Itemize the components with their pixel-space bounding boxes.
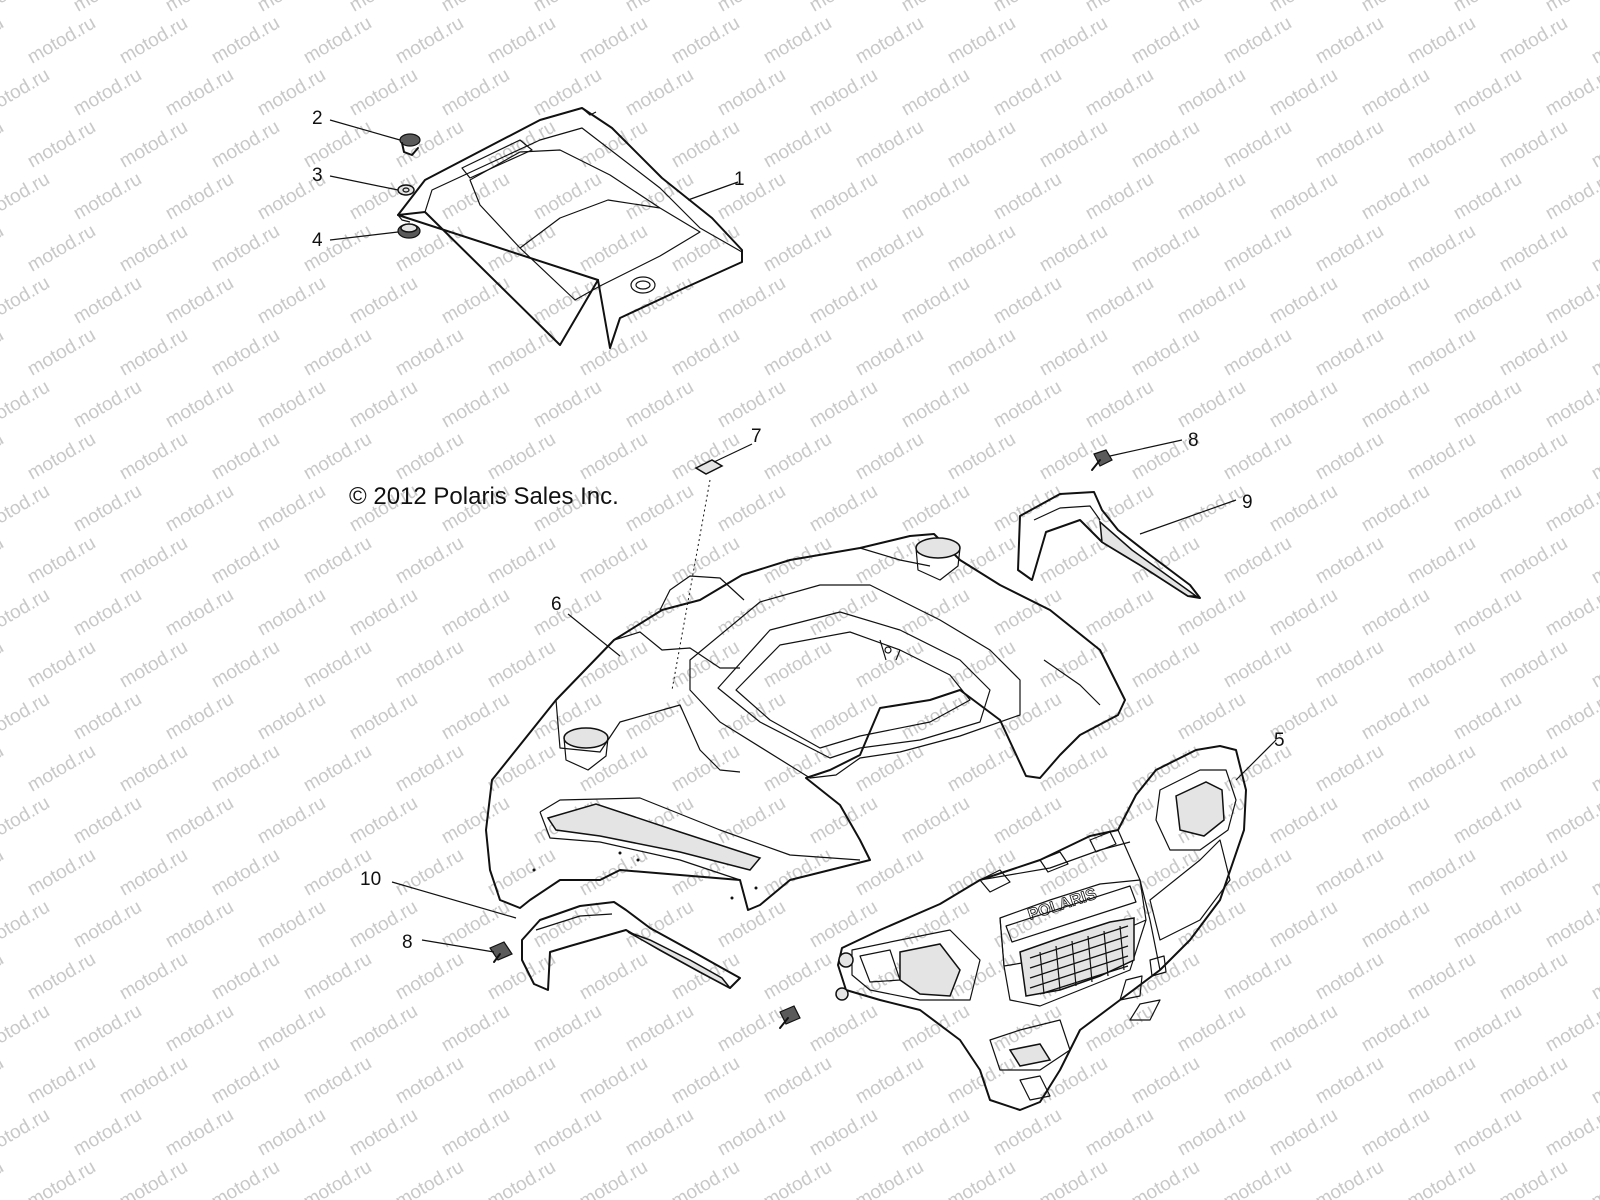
- grille-mesh: [1029, 925, 1129, 995]
- part-10-left-trim: [521, 901, 741, 991]
- callout-1: 1: [734, 169, 745, 190]
- copyright-text: © 2012 Polaris Sales Inc.: [349, 483, 619, 510]
- callout-4: 4: [312, 230, 323, 251]
- part-8-push-clip-bottom: [489, 941, 513, 963]
- leader-lines: [329, 119, 1277, 953]
- part-8-push-clip-top: [1091, 449, 1113, 471]
- callout-7: 7: [751, 426, 762, 447]
- part-5-front-fascia: POLARIS: [835, 745, 1247, 1111]
- part-3-washer: [397, 184, 415, 196]
- callout-8-top: 8: [1188, 430, 1199, 451]
- part-6-front-body: [485, 533, 1126, 911]
- polaris-logo-text: POLARIS: [1026, 886, 1099, 924]
- part-2-push-rivet: [399, 133, 421, 156]
- callout-2: 2: [312, 108, 323, 129]
- callout-6: 6: [551, 594, 562, 615]
- callout-8-bottom: 8: [402, 932, 413, 953]
- callout-labels: 2 3 4 1 7 8 9 6 5 10 8: [312, 108, 1285, 953]
- part-1-hood-cover: [397, 107, 743, 349]
- callout-10: 10: [360, 869, 381, 890]
- callout-3: 3: [312, 165, 323, 186]
- callout-5: 5: [1274, 730, 1285, 751]
- callout-9: 9: [1242, 492, 1253, 513]
- part-4-grommet: [397, 223, 421, 239]
- loose-fastener: [779, 1005, 801, 1029]
- part-7-guide-line: [671, 479, 711, 691]
- part-7-pad: [694, 459, 724, 475]
- part-9-right-trim: [1017, 491, 1201, 599]
